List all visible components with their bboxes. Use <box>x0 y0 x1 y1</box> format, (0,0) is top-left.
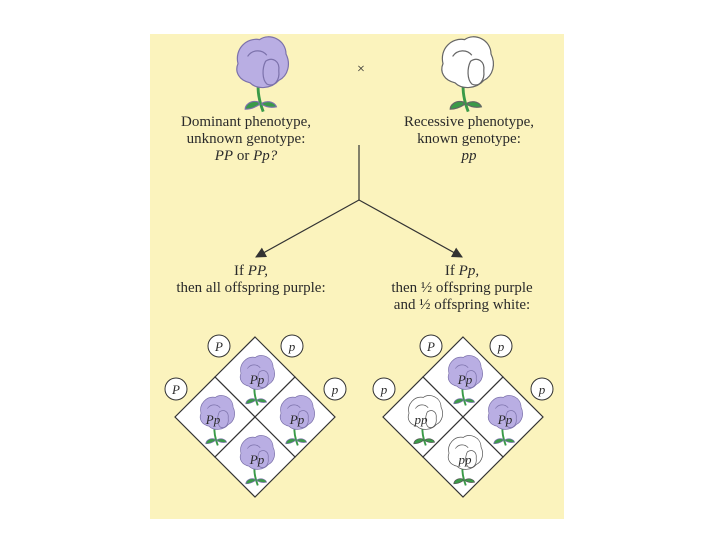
purple-parent-flower <box>235 35 290 114</box>
gamete-top-0: P <box>419 334 443 358</box>
gamete-side-0: p <box>372 377 396 401</box>
svg-text:pp: pp <box>458 452 473 467</box>
svg-text:If PP,: If PP, <box>234 263 268 279</box>
svg-text:Pp: Pp <box>457 372 473 387</box>
gamete-top-0: P <box>207 334 231 358</box>
svg-text:Pp: Pp <box>249 372 265 387</box>
svg-text:Recessive phenotype,: Recessive phenotype, <box>404 114 534 130</box>
punnett-square-pp-pp-cross: P p p p Pp pp Pp <box>372 334 554 498</box>
cross-symbol: × <box>357 62 365 77</box>
svg-text:pp: pp <box>414 412 429 427</box>
svg-text:p: p <box>288 339 296 354</box>
svg-text:Pp: Pp <box>249 452 265 467</box>
punnett-square-pp-cross: P p P p Pp Pp Pp <box>164 334 347 498</box>
svg-text:p: p <box>331 382 339 397</box>
svg-text:then all offspring purple:: then all offspring purple: <box>176 280 325 296</box>
right-outcome-label: If Pp, then ½ offspring purple and ½ off… <box>391 263 533 313</box>
svg-text:p: p <box>497 339 505 354</box>
svg-text:pp: pp <box>461 148 478 164</box>
svg-text:then ½ offspring purple: then ½ offspring purple <box>391 280 533 296</box>
gamete-top-1: p <box>280 334 304 358</box>
gamete-top-1: p <box>489 334 513 358</box>
left-parent-label: Dominant phenotype, unknown genotype: PP… <box>181 114 311 164</box>
gamete-side-1: p <box>530 377 554 401</box>
svg-text:If Pp,: If Pp, <box>445 263 479 279</box>
svg-text:Pp: Pp <box>205 412 221 427</box>
punnett-cell: pp <box>422 416 504 498</box>
gamete-side-0: P <box>164 377 188 401</box>
svg-text:Pp: Pp <box>289 412 305 427</box>
gamete-side-1: p <box>323 377 347 401</box>
svg-text:P: P <box>171 382 180 397</box>
svg-text:p: p <box>538 382 546 397</box>
punnett-cell: Pp <box>214 416 296 498</box>
branch-lines <box>255 145 463 258</box>
svg-text:PP or Pp?: PP or Pp? <box>214 148 278 164</box>
svg-text:Dominant phenotype,: Dominant phenotype, <box>181 114 311 130</box>
svg-text:P: P <box>214 339 223 354</box>
right-parent-label: Recessive phenotype, known genotype: pp <box>404 114 534 164</box>
left-outcome-label: If PP, then all offspring purple: <box>176 263 325 296</box>
svg-text:Pp: Pp <box>497 412 513 427</box>
svg-text:known genotype:: known genotype: <box>417 131 521 147</box>
white-parent-flower <box>440 35 495 114</box>
svg-text:and ½ offspring white:: and ½ offspring white: <box>394 297 530 313</box>
svg-text:P: P <box>426 339 435 354</box>
svg-text:p: p <box>380 382 388 397</box>
svg-text:unknown genotype:: unknown genotype: <box>187 131 306 147</box>
